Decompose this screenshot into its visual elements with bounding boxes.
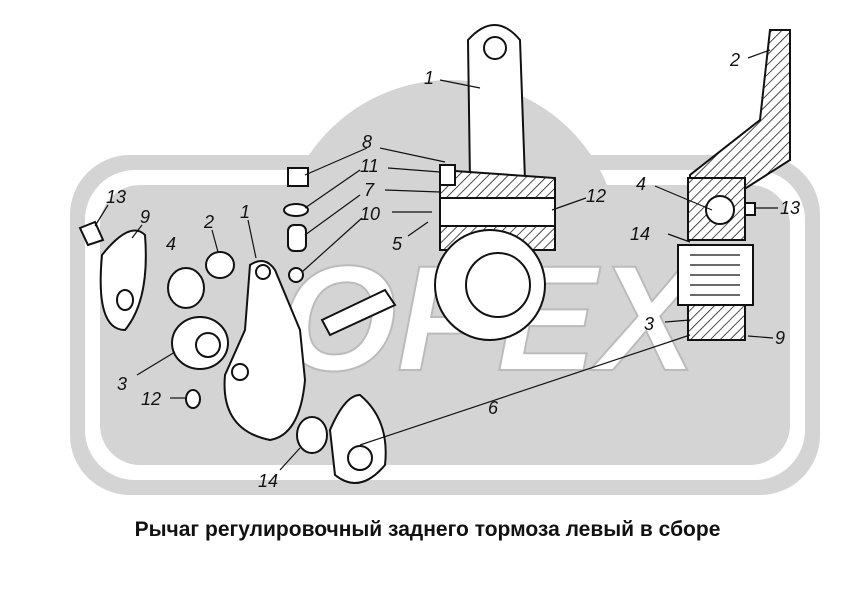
callout-12-left: 12 <box>141 389 161 409</box>
callout-4-left: 4 <box>166 234 176 254</box>
callout-9: 9 <box>775 328 785 348</box>
side-view <box>677 29 791 341</box>
callout-8: 8 <box>362 132 372 152</box>
callout-13: 13 <box>780 198 800 218</box>
lever-section <box>434 24 556 341</box>
callout-14: 14 <box>630 224 650 244</box>
callout-3-left: 3 <box>117 374 127 394</box>
callout-12: 12 <box>586 186 606 206</box>
callout-5: 5 <box>392 234 403 254</box>
callout-6: 6 <box>488 398 499 418</box>
callout-14-bottom: 14 <box>258 471 278 491</box>
callout-10: 10 <box>360 204 380 224</box>
callout-3: 3 <box>644 314 654 334</box>
exploded-parts <box>78 167 397 484</box>
callout-2-left: 2 <box>203 212 214 232</box>
callout-1-left: 1 <box>240 202 250 222</box>
diagram-caption: Рычаг регулировочный заднего тормоза лев… <box>134 518 721 541</box>
callout-2: 2 <box>729 50 740 70</box>
leader-lines <box>94 49 778 471</box>
callout-13-left: 13 <box>106 187 126 207</box>
callout-7: 7 <box>364 180 375 200</box>
callout-labels: 1 2 8 11 7 10 12 5 4 13 14 3 9 6 13 9 2 … <box>106 50 800 491</box>
callout-4: 4 <box>636 174 646 194</box>
callout-9-left: 9 <box>140 207 150 227</box>
callout-1: 1 <box>424 68 434 88</box>
callout-11: 11 <box>360 156 379 176</box>
